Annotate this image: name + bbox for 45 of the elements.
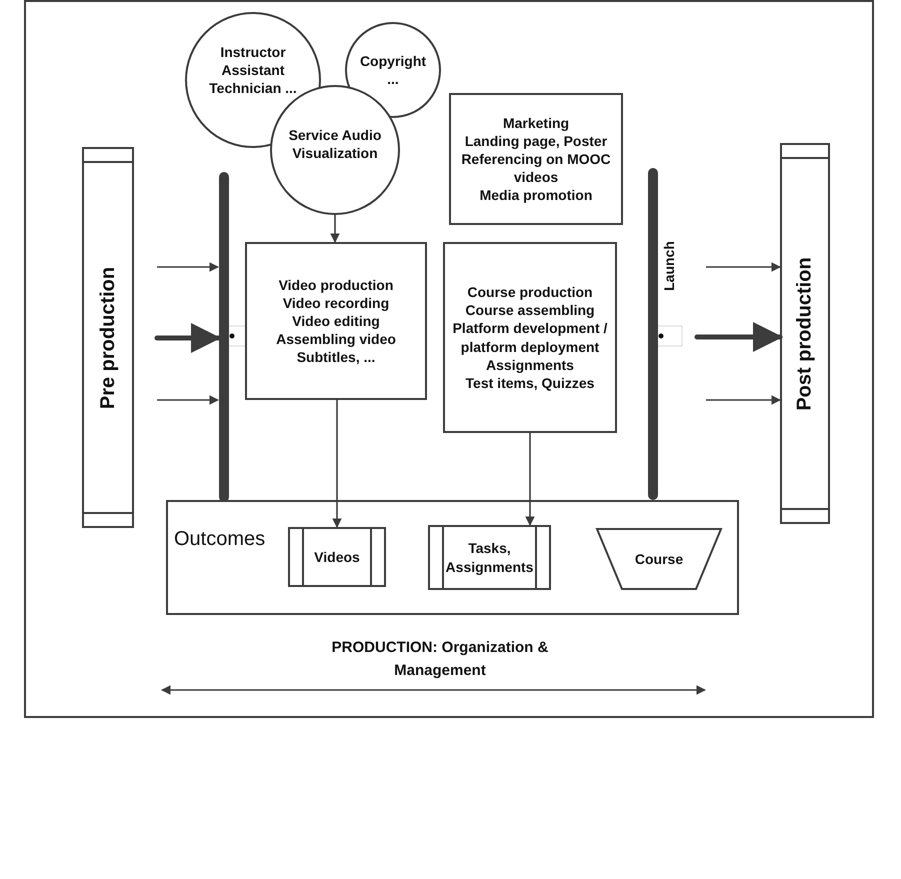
arrow: [706, 395, 781, 405]
node-text: Post production: [793, 256, 817, 410]
arrow: [330, 215, 340, 243]
output-box: [288, 527, 386, 587]
node-text: Media promotion: [480, 186, 592, 204]
caption-text: PRODUCTION: Organization & Management: [330, 638, 550, 680]
arrow: [694, 322, 783, 352]
milestone-label: Launch: [660, 241, 677, 291]
node-text: Marketing: [502, 114, 570, 132]
node-text: Video recording: [282, 294, 390, 312]
phase-column: [780, 143, 830, 524]
container-title: Outcomes: [174, 527, 266, 552]
arrow: [525, 433, 535, 526]
milestone-bar: [218, 172, 230, 502]
node-text: Assignments: [486, 356, 574, 374]
node-text: Referencing on MOOC videos: [460, 150, 612, 186]
arrow: [157, 395, 219, 405]
arrow: [706, 262, 781, 272]
node-text: Course: [634, 550, 684, 568]
output-box: [428, 525, 551, 590]
arrow: [154, 323, 221, 353]
process-box: [449, 93, 623, 225]
node-text: Instructor Assistant Technician ...: [208, 42, 298, 98]
node-text: Test items, Quizzes: [466, 374, 594, 392]
node-text: Tasks, Assignments: [446, 539, 534, 576]
arrow: [332, 400, 342, 528]
node-text: Videos: [314, 548, 360, 566]
milestone-bar: [647, 168, 659, 500]
node-text: Video editing: [292, 312, 380, 330]
node-text: Course assembling: [465, 301, 595, 320]
node-text: Course production: [467, 282, 593, 302]
node-text: Copyright ...: [358, 52, 428, 88]
node-text: Platform development / platform deployment: [452, 319, 608, 356]
phase-column: [82, 147, 134, 528]
node-text: Assembling video: [276, 330, 396, 348]
process-box: [245, 242, 427, 400]
outcomes-container: [166, 500, 739, 615]
arrow: [157, 262, 219, 272]
node-text: Video production: [278, 276, 394, 294]
node-text: Pre production: [96, 266, 120, 409]
output-shape: [596, 528, 722, 590]
node-text: Landing page, Poster: [464, 132, 608, 150]
node-text: Subtitles, ...: [296, 348, 376, 366]
node-text: Service Audio Visualization: [288, 126, 382, 162]
process-box: [443, 242, 617, 433]
